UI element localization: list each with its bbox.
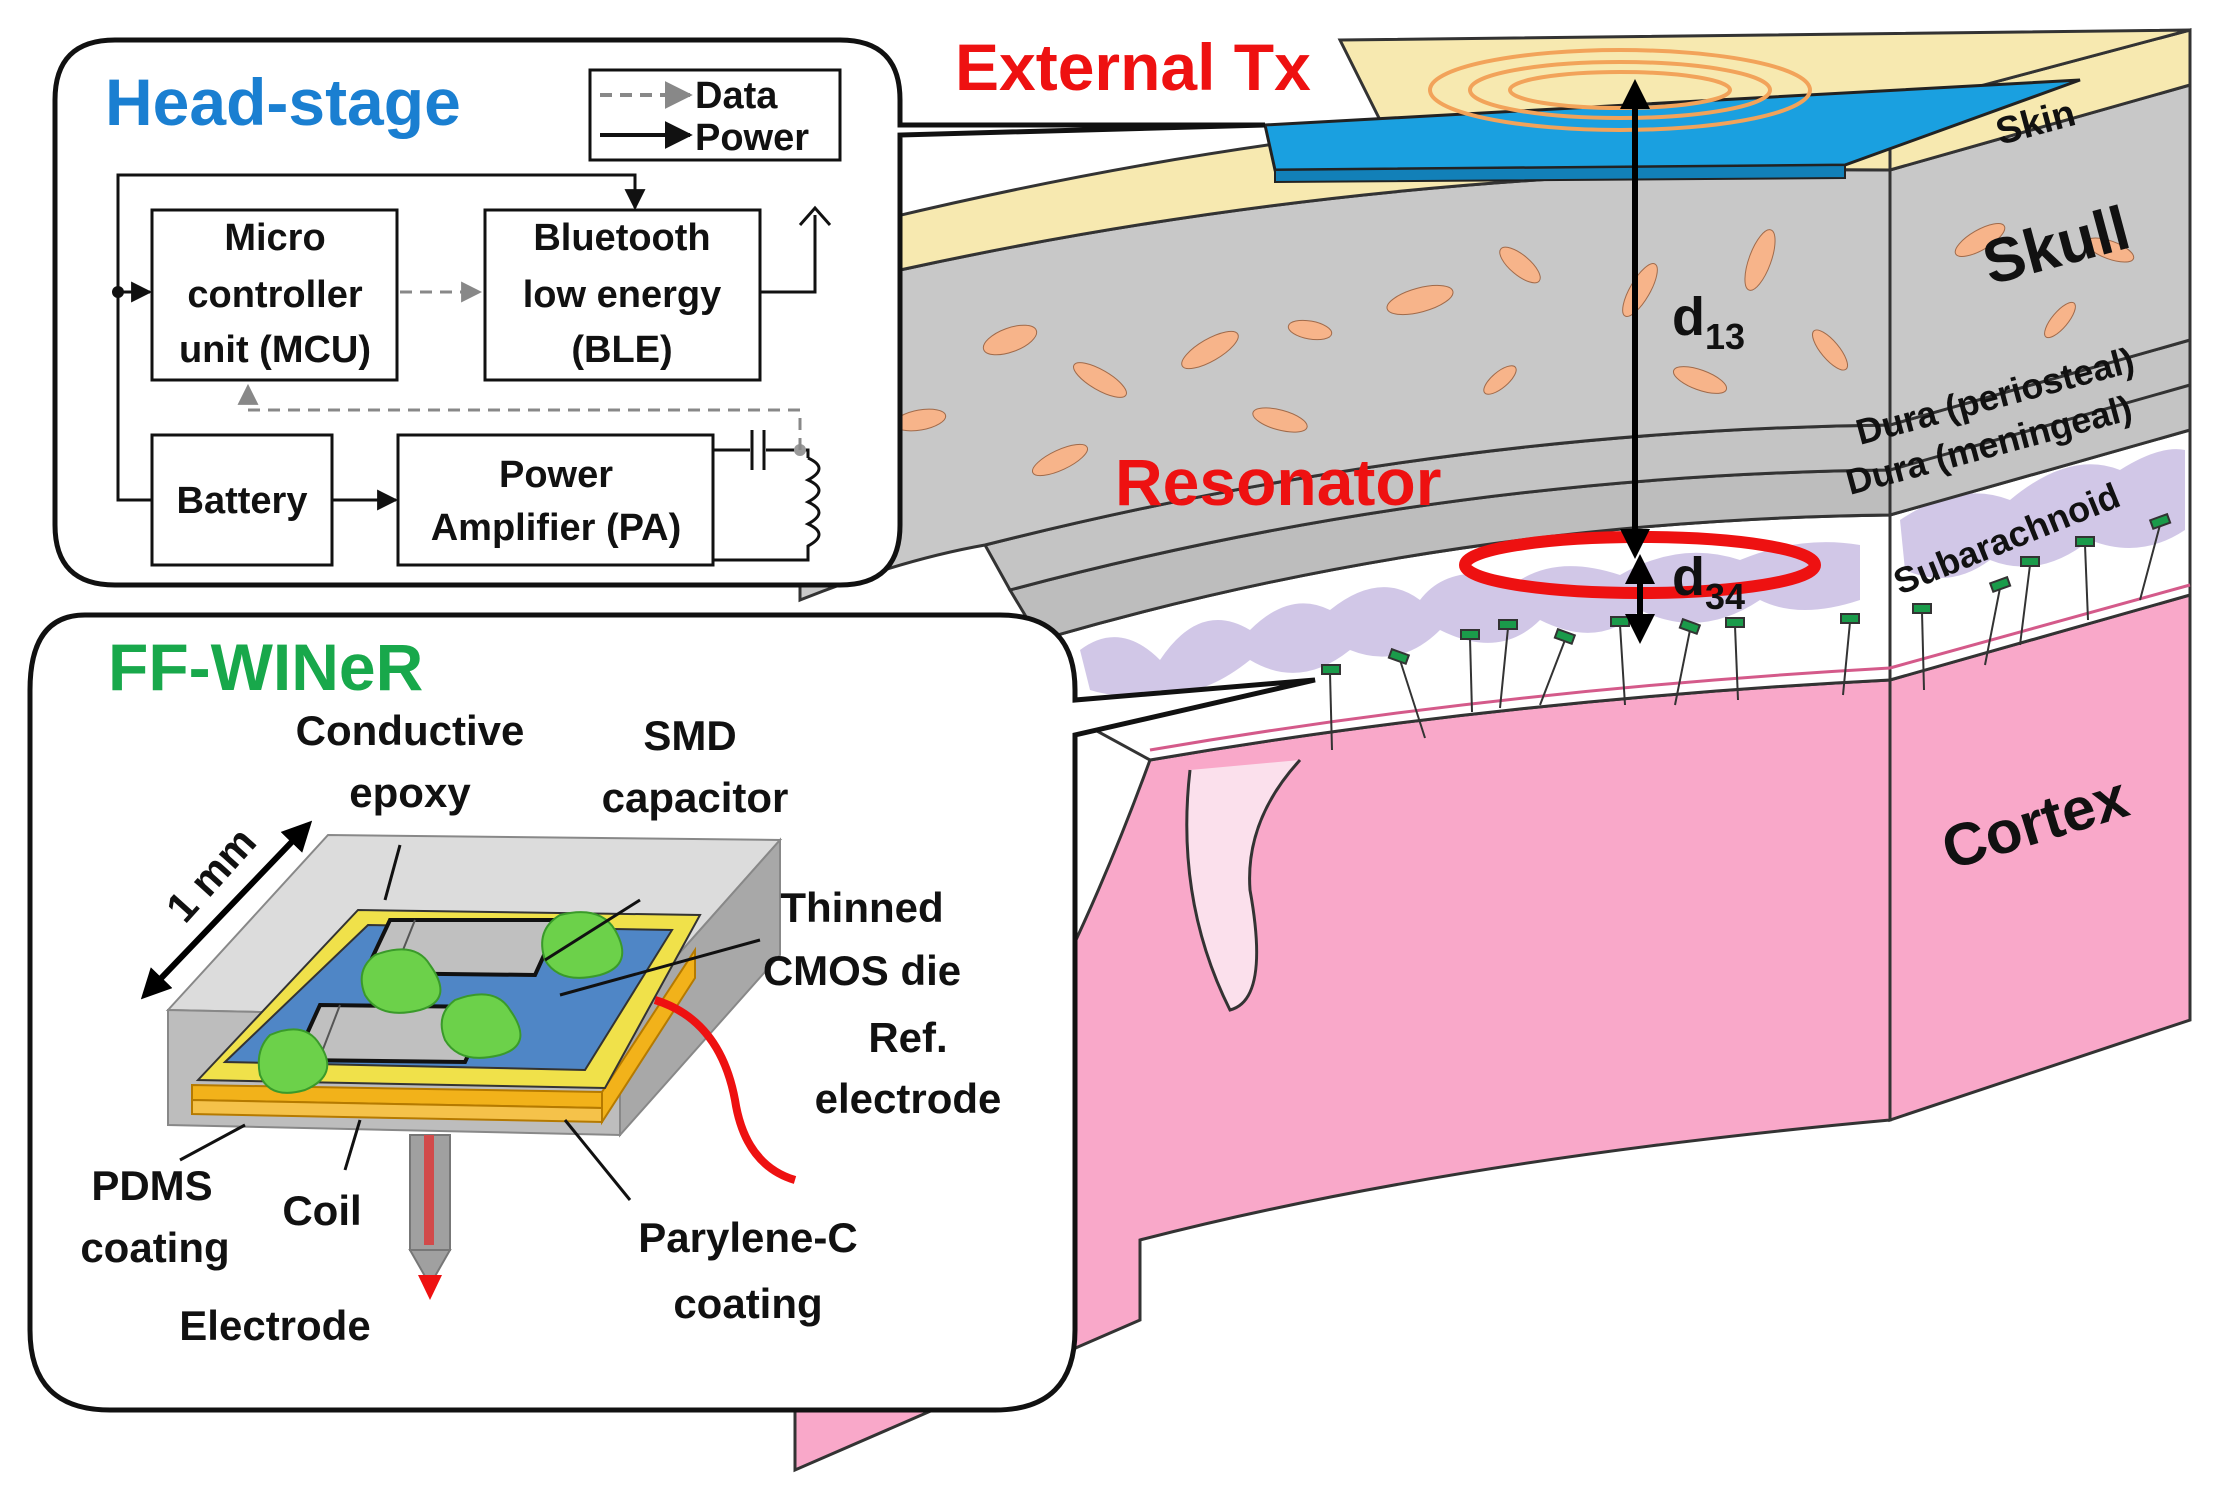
d34-label: d: [1672, 547, 1705, 607]
ble-label-2: low energy: [523, 274, 722, 316]
d13-label: d: [1672, 287, 1705, 347]
pa-label-1: Power: [499, 454, 613, 496]
ffwiner-title: FF-WINeR: [108, 630, 423, 704]
legend-box: [588, 68, 842, 162]
ref-electrode-wire: [653, 996, 797, 1184]
legend-data-label: Data: [695, 75, 778, 117]
pia-line: [1149, 666, 1891, 752]
electrode-label: Electrode: [179, 1302, 370, 1349]
ffwiner-device: [165, 833, 797, 1300]
csf-vessels-side: [1900, 449, 2185, 578]
mcu-label-1: Micro: [224, 217, 325, 259]
external-tx-label: External Tx: [955, 30, 1311, 104]
implanted-devices: [1321, 512, 2172, 751]
d34-subscript: 34: [1705, 576, 1745, 617]
power-wires: [116, 173, 832, 562]
smd-capacitor-label-2: capacitor: [602, 774, 789, 821]
resonator-label: Resonator: [1115, 445, 1441, 519]
pdms-label-1: PDMS: [91, 1162, 212, 1209]
parylene-label-1: Parylene-C: [638, 1214, 857, 1261]
pdms-label-2: coating: [80, 1224, 229, 1271]
mcu-label-3: unit (MCU): [179, 329, 371, 371]
sulcus: [1185, 758, 1302, 1012]
svg-text:d13: d13: [1672, 287, 1745, 357]
ffwiner-panel: FF-WINeR: [27, 612, 1316, 1413]
ref-electrode-label-1: Ref.: [868, 1014, 947, 1061]
leader-lines: [179, 844, 761, 1201]
cortex-side: [1888, 593, 2192, 1123]
ref-electrode-label-2: electrode: [815, 1075, 1002, 1122]
legend-power-label: Power: [695, 117, 809, 159]
electrode-tip: [418, 1275, 442, 1300]
conductive-epoxy-label-2: epoxy: [349, 769, 471, 816]
parylene-label-2: coating: [673, 1280, 822, 1327]
ble-label-3: (BLE): [571, 329, 672, 371]
one-mm-arrow: [140, 820, 313, 1000]
thinned-cmos-label-1: Thinned: [780, 884, 943, 931]
brain-cross-section: d13 d34 Skin Skull Dura (periosteal) Dur…: [793, 28, 2192, 1473]
head-stage-panel: Head-stage Data Power Micro controller u…: [52, 37, 1266, 588]
battery-label: Battery: [177, 480, 308, 522]
conductive-epoxy-label-1: Conductive: [296, 707, 525, 754]
mcu-label-2: controller: [187, 274, 362, 316]
pa-block: [396, 433, 715, 567]
csf-vessels: [1080, 542, 1860, 695]
ble-block: [483, 208, 762, 382]
thinned-cmos-label-2: CMOS die: [763, 947, 961, 994]
battery-block: [150, 433, 334, 567]
head-stage-title: Head-stage: [105, 65, 461, 139]
d13-subscript: 13: [1705, 316, 1745, 357]
pa-label-2: Amplifier (PA): [431, 507, 682, 549]
smd-capacitor-label-1: SMD: [643, 712, 736, 759]
svg-text:d34: d34: [1672, 547, 1745, 617]
coil-label: Coil: [282, 1187, 361, 1234]
data-wires: [237, 281, 802, 450]
ble-label-1: Bluetooth: [533, 217, 710, 259]
